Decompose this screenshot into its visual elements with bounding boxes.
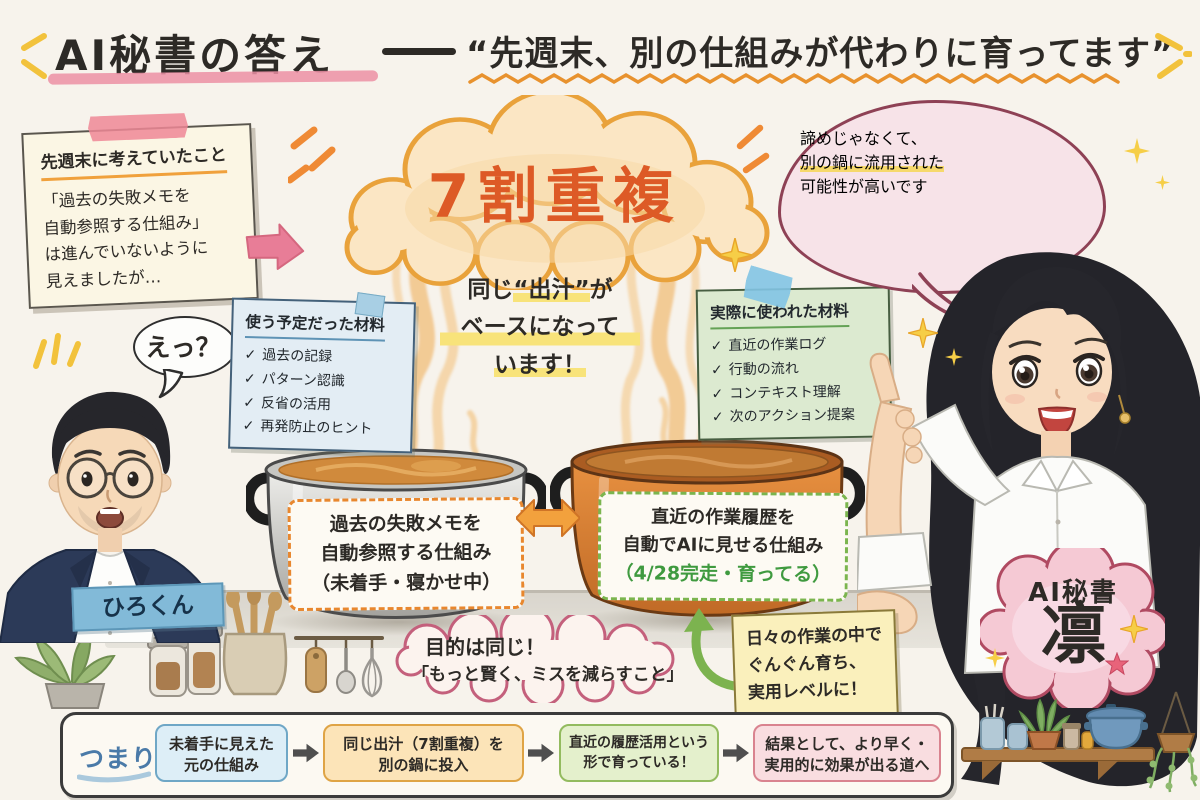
title-sparkle-right-icon bbox=[1155, 33, 1192, 79]
checklist-item: ✓ 行動の流れ bbox=[711, 356, 879, 383]
planned-item-1: 過去の記録 bbox=[262, 347, 333, 366]
summary-flow-bar: つまり… 未着手に見えた 元の仕組み 同じ出汁（7割重複）を 別の鍋に投入 直近… bbox=[60, 712, 954, 798]
sparkle-icon bbox=[1120, 615, 1148, 643]
check-icon: ✓ bbox=[244, 346, 257, 364]
rin-bubble-line3: 可能性が高いです bbox=[800, 177, 928, 196]
memo-note: 先週末に考えていたこと 「過去の失敗メモを 自動参照する仕組み」 は進んでいない… bbox=[21, 123, 259, 309]
flow-step-4: 結果として、より早く・ 実用的に効果が出る道へ bbox=[753, 724, 941, 782]
right-pot-label: 直近の作業履歴を 自動でAIに見せる仕組み （4/28完走・育ってる） bbox=[597, 491, 849, 603]
hiro-bubble-tail-icon bbox=[158, 369, 184, 399]
hiro-name-text: ひろくん bbox=[101, 592, 195, 622]
actual-item-3: コンテキスト理解 bbox=[729, 383, 841, 402]
overlap-cloud bbox=[344, 95, 770, 290]
flow-step4-line1: 結果として、より早く・ bbox=[765, 735, 929, 753]
flow-step-2: 同じ出汁（7割重複）を 別の鍋に投入 bbox=[323, 724, 524, 782]
check-icon: ✓ bbox=[710, 362, 723, 379]
actual-item-4: 次のアクション提案 bbox=[729, 407, 856, 426]
checklist-item: ✓ 直近の作業ログ bbox=[710, 333, 878, 360]
title-sparkle-left-icon bbox=[21, 33, 47, 79]
check-icon: ✓ bbox=[243, 370, 256, 388]
flow-arrow-icon bbox=[293, 743, 319, 763]
flow-arrow-icon bbox=[723, 743, 749, 763]
planned-item-2: パターン認識 bbox=[261, 371, 346, 390]
planned-item-4: 再発防止のヒント bbox=[260, 418, 373, 438]
check-icon: ✓ bbox=[242, 418, 255, 435]
dashi-l1a: 同じ bbox=[467, 277, 514, 303]
hiro-name-label: ひろくん bbox=[71, 582, 225, 632]
growth-arrow-icon bbox=[684, 608, 739, 691]
sparkle-icon bbox=[1124, 138, 1150, 164]
flow-step1-line1: 未着手に見えた bbox=[168, 735, 274, 753]
rin-bubble-line2: 別の鍋に流用された bbox=[800, 153, 945, 172]
dashi-l2: ベースになって bbox=[440, 309, 640, 347]
kitchen-decor-left bbox=[14, 592, 384, 709]
memo-note-heading: 先週末に考えていたこと bbox=[39, 140, 228, 182]
flow-arrow-icon bbox=[528, 743, 554, 763]
overlap-cloud-label: 7割重複 bbox=[427, 162, 682, 232]
checklist-item: ✓ 次のアクション提案 bbox=[712, 404, 880, 431]
check-icon: ✓ bbox=[711, 385, 724, 403]
kitchen-shelf-right bbox=[961, 691, 1198, 793]
purpose-line1: 目的は同じ！ bbox=[425, 635, 545, 659]
flow-step3-line2: 形で育っている！ bbox=[583, 754, 695, 771]
sparkle-icon bbox=[1155, 175, 1170, 190]
actual-item-2: 行動の流れ bbox=[728, 360, 799, 378]
memo-arrow-icon bbox=[245, 223, 305, 270]
sparkle-icon bbox=[718, 238, 752, 272]
flow-step4-line2: 実用的に効果が出る道へ bbox=[764, 756, 930, 774]
flow-step-3: 直近の履歴活用という 形で育っている！ bbox=[559, 724, 719, 782]
flow-step1-line2: 元の仕組み bbox=[183, 756, 259, 774]
sparkle-icon bbox=[985, 648, 1005, 668]
sparkle-icon bbox=[945, 348, 963, 366]
actual-item-1: 直近の作業ログ bbox=[728, 336, 827, 355]
planned-item-3: 反省の活用 bbox=[260, 395, 332, 413]
dashi-l1b: “出汁” bbox=[513, 277, 590, 303]
left-pot-line1: 過去の失敗メモを bbox=[329, 512, 482, 536]
flow-lead-underline-icon bbox=[77, 771, 151, 783]
hiro-exclamation-text: えっ？ bbox=[145, 333, 221, 362]
purpose-bubble bbox=[395, 615, 675, 703]
planned-materials-note: 使う予定だった材料 ✓過去の記録 ✓パターン認識 ✓反省の活用 ✓再発防止のヒン… bbox=[228, 297, 416, 454]
cloud-emphasis-right-icon bbox=[736, 124, 770, 174]
flow-step-1: 未着手に見えた 元の仕組み bbox=[155, 724, 288, 782]
surprise-marks-icon bbox=[33, 333, 81, 369]
swap-arrow-icon bbox=[516, 499, 580, 537]
dashi-caption: 同じ“出汁”が ベースになって います！ bbox=[440, 272, 640, 384]
left-pot-line2: 自動参照する仕組み bbox=[320, 541, 492, 566]
checklist-item: ✓ コンテキスト理解 bbox=[711, 380, 879, 407]
check-icon: ✓ bbox=[710, 338, 723, 355]
right-pot-line1: 直近の作業履歴を bbox=[651, 506, 796, 529]
flow-step3-line1: 直近の履歴活用という bbox=[569, 735, 709, 751]
rin-name-cloud bbox=[980, 548, 1165, 708]
growth-note-line3: 実用レベルに！ bbox=[747, 679, 868, 704]
cloud-emphasis-left-icon bbox=[288, 126, 336, 184]
sparkle-icon bbox=[908, 318, 938, 348]
checklist-item: ✓ パターン認識 bbox=[244, 368, 403, 396]
title-dash bbox=[382, 48, 456, 55]
star-icon bbox=[1105, 652, 1129, 676]
check-icon: ✓ bbox=[711, 409, 724, 426]
flow-step2-line1: 同じ出汁（7割重複）を bbox=[343, 735, 504, 753]
rin-name-text: 凛 bbox=[1040, 596, 1107, 673]
dashi-l1c: が bbox=[589, 277, 613, 303]
right-pot-line3: （4/28完走・育ってる） bbox=[614, 562, 832, 586]
checklist-item: ✓ 再発防止のヒント bbox=[242, 415, 401, 443]
rin-bubble-text: 諦めじゃなくて、 別の鍋に流用された 可能性が高いです bbox=[800, 125, 1085, 197]
growth-note: 日々の作業の中で ぐんぐん育ち、 実用レベルに！ bbox=[731, 609, 899, 721]
check-icon: ✓ bbox=[243, 394, 256, 411]
planned-note-corner-tab bbox=[354, 292, 386, 318]
right-pot-line2: 自動でAIに見せる仕組み bbox=[622, 534, 824, 557]
memo-note-tape bbox=[87, 111, 188, 142]
dashi-l3: います！ bbox=[494, 351, 586, 378]
flow-step2-line2: 別の鍋に投入 bbox=[378, 756, 469, 774]
purpose-line2: 「もっと賢く、ミスを減らすこと」 bbox=[412, 665, 684, 685]
page-title-quote: “先週末、別の仕組みが代わりに育ってます” bbox=[466, 34, 1175, 74]
rin-role-text: AI秘書 bbox=[1028, 578, 1118, 608]
title-underline-wave-icon bbox=[468, 72, 1120, 85]
rin-bubble-line1: 諦めじゃなくて、 bbox=[800, 129, 927, 148]
